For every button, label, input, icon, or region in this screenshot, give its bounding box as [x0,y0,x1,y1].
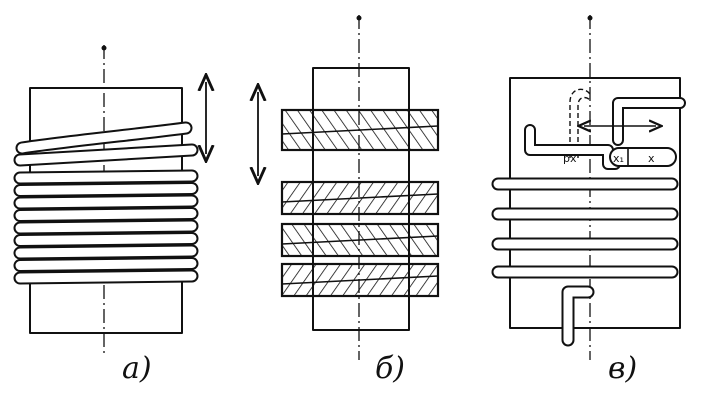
panel-c: px x₁ x в) [491,15,686,386]
coil-lead-bottom [561,285,595,347]
caption-c: в) [608,351,637,386]
caption-a: а) [122,351,152,386]
hidden-lead-inner [577,96,591,158]
inductor-plate [280,262,440,298]
inductor-coil-a [13,121,199,167]
axis-tip-a [101,45,107,51]
coil-turn [13,143,199,167]
label-x1: x₁ [613,152,624,165]
inductor-plate [280,180,440,216]
inductor-plate [280,108,440,152]
caption-b: б) [375,351,405,386]
coil-turn [13,219,199,235]
coil-turn [13,232,199,247]
hidden-lead [569,88,591,158]
coil-turn [13,244,199,260]
coil-turn [13,169,199,185]
panel-b: б) [258,15,440,386]
coil-turn [13,269,199,285]
workpiece-cylinder-c [509,77,681,329]
panel-a: а) [13,45,206,386]
coil-turn [13,257,199,272]
coil-stack-a [13,169,199,285]
coil-turn [13,207,199,222]
coil-turn [13,182,199,197]
inductor-plates-b [280,108,440,298]
coil-stack-c [491,177,679,279]
inductor-plate [280,222,440,258]
label-px: px [563,152,577,165]
coil-turn [13,194,199,210]
axis-tip-b [356,15,362,21]
coil-turn-slanted [15,121,193,155]
label-x: x [648,152,655,165]
axis-tip-c [587,15,593,21]
